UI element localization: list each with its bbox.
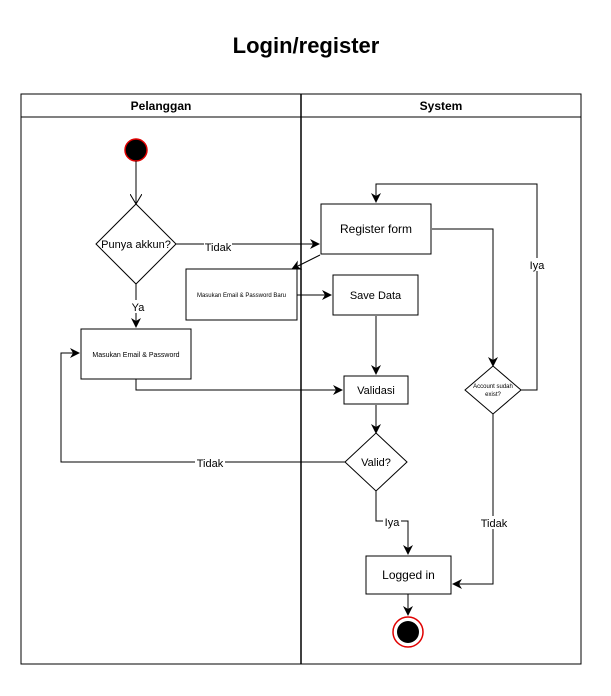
edge-label-bg bbox=[204, 240, 232, 253]
edge-exists-to-register bbox=[371, 183, 538, 391]
lane-header-system: System bbox=[420, 99, 463, 113]
action-logged-in-label: Logged in bbox=[382, 568, 435, 582]
edge-label-bg bbox=[479, 516, 509, 529]
action-register-form bbox=[320, 203, 432, 255]
edge-label-ya-login: Ya bbox=[132, 302, 146, 314]
end-node bbox=[392, 616, 424, 648]
edges bbox=[60, 161, 538, 616]
swimlane-pool bbox=[20, 93, 582, 665]
decision-punya-akun bbox=[95, 203, 177, 285]
edge-label-tidak-exists: Tidak bbox=[481, 518, 508, 530]
action-email-password-new bbox=[185, 268, 298, 321]
action-register-form-label: Register form bbox=[340, 222, 412, 236]
decision-punya-akun-label: Punya akkun? bbox=[101, 239, 171, 251]
edge-label-bg bbox=[528, 258, 546, 271]
decision-account-exists bbox=[464, 365, 522, 415]
decision-valid-label: Valid? bbox=[361, 457, 391, 469]
action-email-password-new-label: Masukan Email & Password Baru bbox=[197, 293, 286, 299]
edge-label-bg bbox=[130, 300, 144, 313]
lane-header-pelanggan: Pelanggan bbox=[131, 99, 192, 113]
edge-email-to-validasi bbox=[135, 379, 343, 395]
edge-exists-to-logged-in bbox=[452, 414, 494, 589]
edge-label-bg bbox=[383, 515, 401, 528]
action-email-password-label: Masukan Email & Password bbox=[92, 352, 179, 359]
action-email-password bbox=[80, 328, 192, 380]
action-save-data-label: Save Data bbox=[350, 290, 402, 302]
edge-register-to-email-new bbox=[291, 254, 321, 270]
edge-label-tidak-valid: Tidak bbox=[197, 458, 224, 470]
action-validasi-label: Validasi bbox=[357, 385, 395, 397]
action-validasi bbox=[343, 375, 409, 405]
edge-label-iya-exists: Iya bbox=[530, 260, 546, 272]
start-node bbox=[124, 138, 148, 162]
action-logged-in bbox=[365, 555, 452, 595]
edge-label-tidak-register: Tidak bbox=[205, 242, 232, 254]
edge-label-bg bbox=[195, 456, 225, 469]
edge-label-iya-valid: Iya bbox=[385, 517, 401, 529]
decision-valid bbox=[344, 432, 408, 492]
action-save-data bbox=[332, 274, 419, 316]
edge-register-to-exists bbox=[432, 228, 498, 367]
diagram-title: Login/register bbox=[233, 33, 380, 58]
decision-account-exists-label-2: exist? bbox=[485, 392, 501, 398]
decision-account-exists-label-1: Account sudah bbox=[473, 384, 513, 390]
